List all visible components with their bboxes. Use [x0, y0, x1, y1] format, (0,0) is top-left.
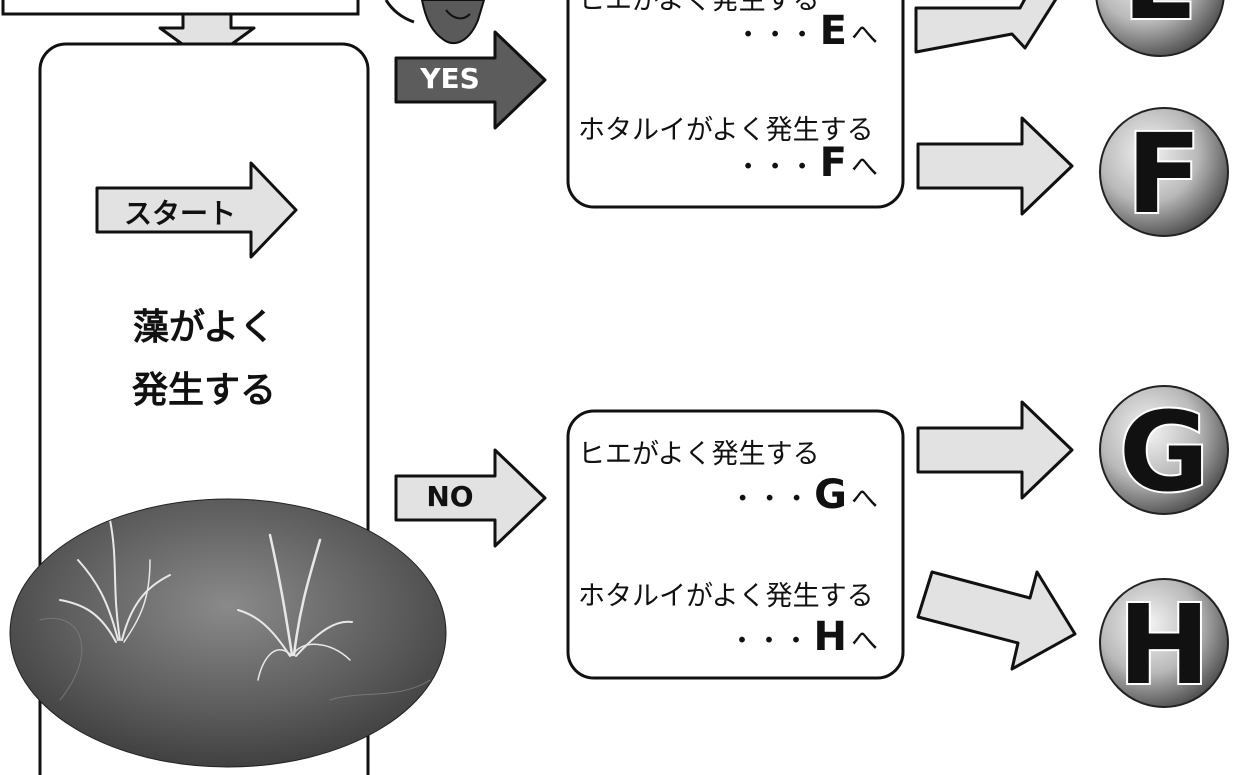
condition-line-2: 発生する	[131, 370, 276, 411]
no-label: NO	[426, 480, 474, 513]
result-h-letter: H	[1118, 581, 1210, 709]
arrow-to-f	[916, 116, 1074, 216]
previous-box-fragment	[1, 0, 360, 16]
yes-item-2-letter: F	[819, 140, 847, 186]
yes-item-2-suffix: へ	[851, 152, 878, 183]
no-item-1-suffix: へ	[851, 484, 878, 515]
result-g-coin	[1099, 385, 1229, 515]
mascot-character	[384, 0, 486, 45]
yes-item-1-text: ヒエがよく発生する	[578, 0, 820, 16]
arrow-to-e	[914, 0, 1058, 54]
no-item-2-text: ホタルイがよく発生する	[578, 581, 874, 612]
result-f-coin	[1099, 107, 1229, 237]
result-g-letter: G	[1119, 388, 1209, 516]
condition-text: 藻がよく 発生する	[40, 296, 368, 422]
no-item-1-letter: G	[814, 472, 847, 518]
no-result-box	[566, 409, 905, 680]
yes-result-box	[566, 0, 905, 209]
yes-label: YES	[420, 62, 480, 95]
no-item-2-suffix: へ	[851, 626, 878, 657]
yes-item-2-text: ホタルイがよく発生する	[578, 115, 874, 146]
arrow-to-g	[916, 400, 1074, 500]
start-label: スタート	[123, 197, 236, 230]
yes-arrow	[394, 30, 547, 130]
yes-item-1-suffix: へ	[851, 20, 878, 51]
condition-line-1: 藻がよく	[132, 307, 276, 348]
result-f-letter: F	[1126, 110, 1201, 238]
start-arrow	[95, 161, 298, 259]
no-item-2-dots: ・・・	[728, 626, 810, 657]
no-item-2-letter: H	[813, 614, 847, 660]
result-e-coin	[1095, 0, 1225, 57]
result-h-coin	[1099, 578, 1229, 708]
yes-item-1-letter: E	[819, 8, 847, 54]
result-e-letter: E	[1122, 0, 1197, 44]
yes-item-1-dots: ・・・	[734, 20, 816, 51]
arrow-to-h	[916, 570, 1077, 671]
no-arrow	[394, 448, 547, 548]
no-item-1-text: ヒエがよく発生する	[578, 439, 820, 470]
yes-item-2-dots: ・・・	[734, 152, 816, 183]
paddy-field-photo	[9, 498, 447, 768]
no-item-1-dots: ・・・	[729, 484, 811, 515]
